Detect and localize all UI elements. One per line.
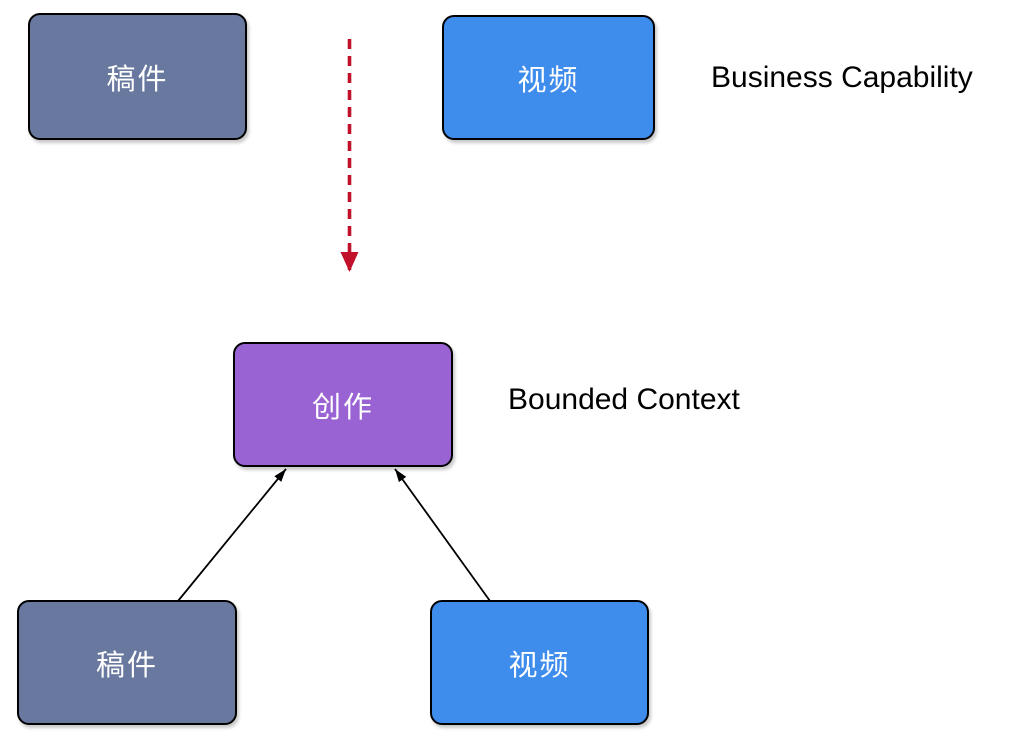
node-bounded-context-creation: 创作 (233, 342, 453, 467)
business-capability-label: Business Capability (711, 61, 973, 94)
node-bounded-context-video: 视频 (430, 600, 649, 725)
node-label: 视频 (508, 649, 571, 682)
node-business-capability-video: 视频 (442, 15, 655, 140)
node-label: 稿件 (106, 63, 169, 96)
node-bounded-context-draft: 稿件 (17, 600, 237, 725)
node-label: 创作 (311, 391, 374, 424)
node-label: 视频 (517, 64, 580, 97)
relation-arrow-draft-to-creation (177, 468, 287, 602)
node-business-capability-draft: 稿件 (28, 13, 247, 140)
bounded-context-label: Bounded Context (508, 383, 740, 416)
relation-arrow-video-to-creation (394, 468, 491, 602)
node-label: 稿件 (95, 649, 158, 682)
